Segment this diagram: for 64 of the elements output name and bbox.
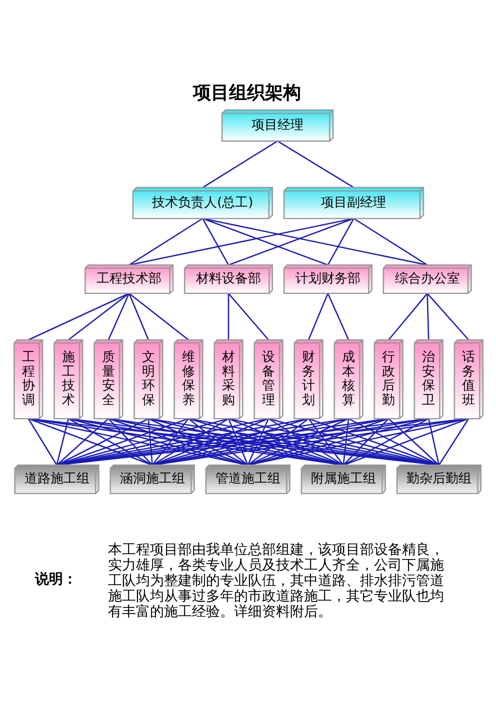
label: 本工程项目部由我单位总部组建，该项目部设备精良，实力雄厚，各类专业人员及技术工人齐全，公司下属施工队均为整建制的专业队伍，其中道路、排水排污管道施工队均从事过多年的市政道路施工，其它专业队也均有丰富的施工经验。详细资料附后。 xyxy=(107,541,444,620)
connector xyxy=(268,418,344,466)
connector xyxy=(56,418,228,466)
connector xyxy=(268,418,439,466)
connector xyxy=(438,418,469,465)
connector xyxy=(247,418,388,466)
connector xyxy=(227,418,248,465)
connector xyxy=(147,418,152,465)
connector xyxy=(28,418,152,466)
connector xyxy=(28,418,248,466)
connector xyxy=(228,292,268,340)
connector xyxy=(128,292,188,340)
connector xyxy=(307,292,328,340)
connector xyxy=(342,418,349,465)
connector xyxy=(247,418,348,466)
connector xyxy=(228,418,344,466)
connector xyxy=(246,418,308,466)
connector xyxy=(276,140,354,188)
connector xyxy=(152,418,308,466)
connector xyxy=(148,418,248,466)
connector xyxy=(227,292,229,340)
connector xyxy=(247,418,468,466)
connector xyxy=(151,418,188,466)
connector xyxy=(342,418,468,466)
connector xyxy=(56,418,108,466)
connector xyxy=(56,418,268,466)
connector xyxy=(188,418,248,466)
connector xyxy=(107,418,152,466)
connector xyxy=(28,292,129,340)
connector xyxy=(202,217,427,266)
connector xyxy=(348,418,439,466)
connector xyxy=(27,418,57,465)
connector xyxy=(128,217,354,266)
connector xyxy=(426,292,469,340)
connector xyxy=(202,218,229,265)
connector xyxy=(202,140,278,188)
connector xyxy=(56,418,69,465)
connector xyxy=(388,418,439,466)
diagram-title: 项目组织架构 xyxy=(192,82,300,104)
connector xyxy=(107,292,130,340)
label: 说明： xyxy=(34,571,76,588)
connector xyxy=(128,217,203,266)
connector xyxy=(128,292,149,340)
connector xyxy=(56,418,148,466)
connector xyxy=(151,418,228,466)
connector xyxy=(152,418,268,466)
connector xyxy=(308,418,439,466)
connector xyxy=(246,418,269,465)
connector xyxy=(426,292,429,340)
connector xyxy=(68,292,129,340)
connector xyxy=(308,418,344,465)
connector xyxy=(427,418,440,465)
connector xyxy=(68,418,152,466)
connector xyxy=(108,418,248,466)
connector xyxy=(352,217,428,266)
connector xyxy=(388,292,428,340)
connector xyxy=(342,418,389,466)
connector xyxy=(326,218,354,265)
connector xyxy=(56,418,188,466)
connector xyxy=(68,418,248,466)
connector xyxy=(228,217,354,266)
connector xyxy=(342,418,428,466)
connector xyxy=(188,418,344,466)
connector xyxy=(326,292,349,340)
